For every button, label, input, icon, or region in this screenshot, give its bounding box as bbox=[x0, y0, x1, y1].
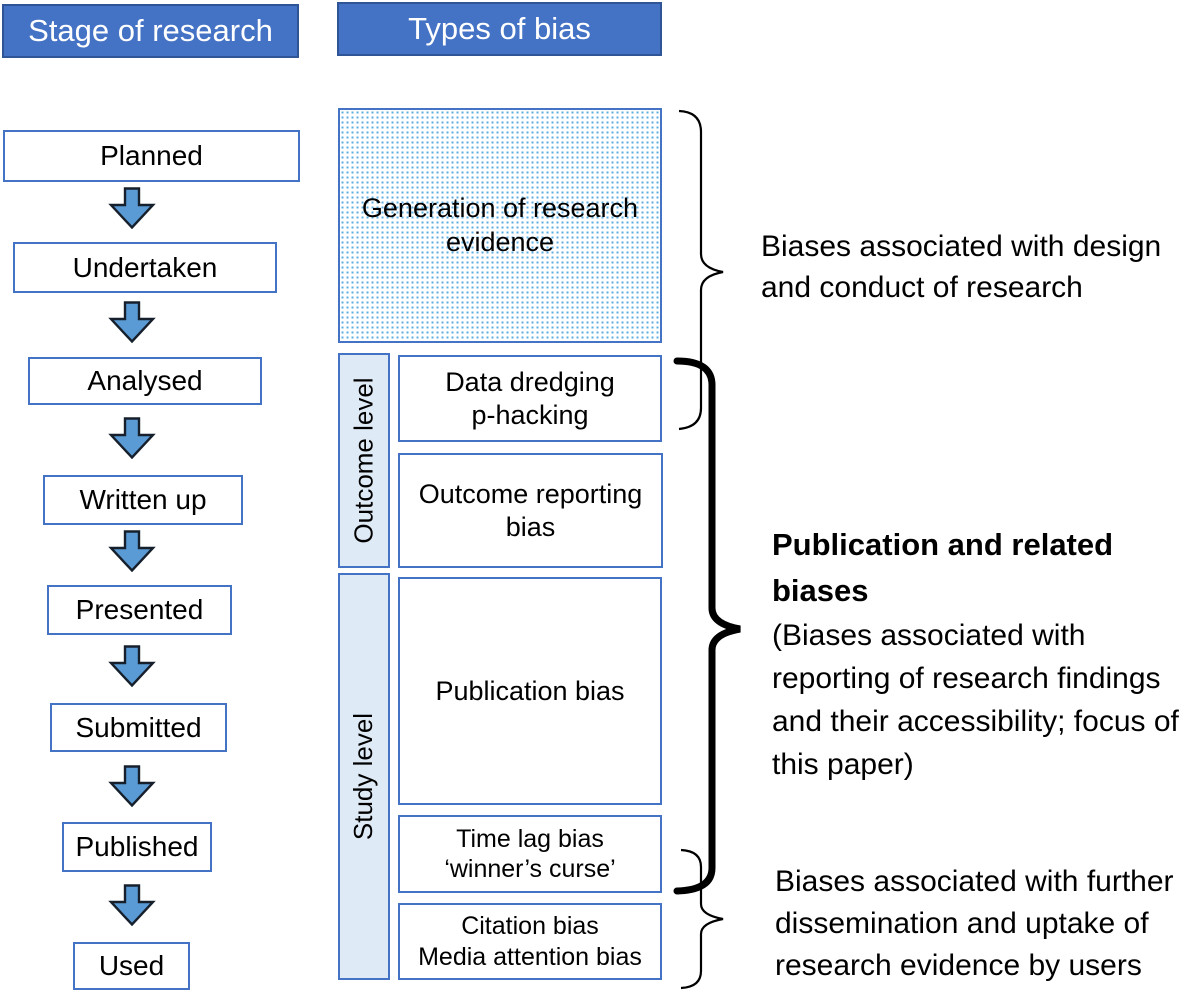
down-arrow-icon bbox=[108, 884, 156, 926]
stage-box-planned: Planned bbox=[3, 130, 300, 182]
outcome-level-band: Outcome level bbox=[338, 353, 390, 568]
brace-design-conduct bbox=[678, 109, 724, 431]
time-lag-bias-box: Time lag bias ‘winner’s curse’ bbox=[398, 815, 662, 893]
annotation-publication-body: (Biases associated with reporting of res… bbox=[772, 619, 1179, 781]
brace-dissemination bbox=[680, 848, 724, 990]
down-arrow-icon bbox=[108, 187, 156, 229]
stage-label: Undertaken bbox=[72, 251, 218, 283]
stage-label: Used bbox=[98, 950, 165, 981]
stage-label: Published bbox=[75, 831, 199, 862]
citation-bias-box: Citation bias Media attention bias bbox=[398, 903, 662, 980]
stage-label: Analysed bbox=[87, 365, 203, 396]
stage-box-presented: Presented bbox=[47, 585, 232, 635]
outcome-reporting-label: Outcome reporting bias bbox=[418, 478, 643, 542]
data-dredging-box: Data dredging p-hacking bbox=[398, 355, 662, 442]
data-dredging-label: Data dredging p-hacking bbox=[445, 366, 615, 430]
stage-box-used: Used bbox=[73, 942, 190, 990]
header-types-of-bias: Types of bias bbox=[337, 2, 662, 56]
annotation-publication: Publication and related biases (Biases a… bbox=[772, 522, 1200, 786]
publication-bias-label: Publication bias bbox=[435, 675, 625, 706]
time-lag-label: Time lag bias ‘winner’s curse’ bbox=[444, 824, 616, 884]
generation-label: Generation of research evidence bbox=[361, 192, 639, 257]
stage-label: Submitted bbox=[75, 711, 202, 743]
stage-box-published: Published bbox=[62, 822, 212, 872]
brace-publication-related bbox=[673, 357, 741, 895]
stage-label: Written up bbox=[79, 484, 207, 515]
header-bias-label: Types of bias bbox=[408, 11, 591, 46]
down-arrow-icon bbox=[108, 530, 156, 572]
down-arrow-icon bbox=[108, 417, 156, 459]
down-arrow-icon bbox=[108, 645, 156, 687]
down-arrow-icon bbox=[108, 301, 156, 343]
citation-bias-label: Citation bias Media attention bias bbox=[418, 912, 642, 971]
stage-box-analysed: Analysed bbox=[28, 357, 262, 405]
stage-box-submitted: Submitted bbox=[50, 703, 227, 752]
stage-label: Presented bbox=[75, 594, 204, 625]
stage-label: Planned bbox=[100, 140, 203, 171]
annotation-dissemination: Biases associated with further dissemina… bbox=[775, 865, 1174, 982]
outcome-reporting-bias-box: Outcome reporting bias bbox=[398, 453, 663, 568]
header-stage-label: Stage of research bbox=[28, 13, 273, 48]
stage-box-written-up: Written up bbox=[43, 475, 243, 525]
header-stage-of-research: Stage of research bbox=[2, 4, 299, 58]
publication-bias-box: Publication bias bbox=[398, 577, 662, 805]
down-arrow-icon bbox=[108, 765, 156, 807]
generation-of-evidence-box: Generation of research evidence bbox=[338, 108, 662, 343]
stage-box-undertaken: Undertaken bbox=[13, 242, 277, 293]
study-level-band: Study level bbox=[338, 573, 390, 980]
annotation-publication-title: Publication and related biases bbox=[772, 527, 1114, 608]
annotation-design-conduct: Biases associated with design and conduc… bbox=[761, 230, 1162, 304]
